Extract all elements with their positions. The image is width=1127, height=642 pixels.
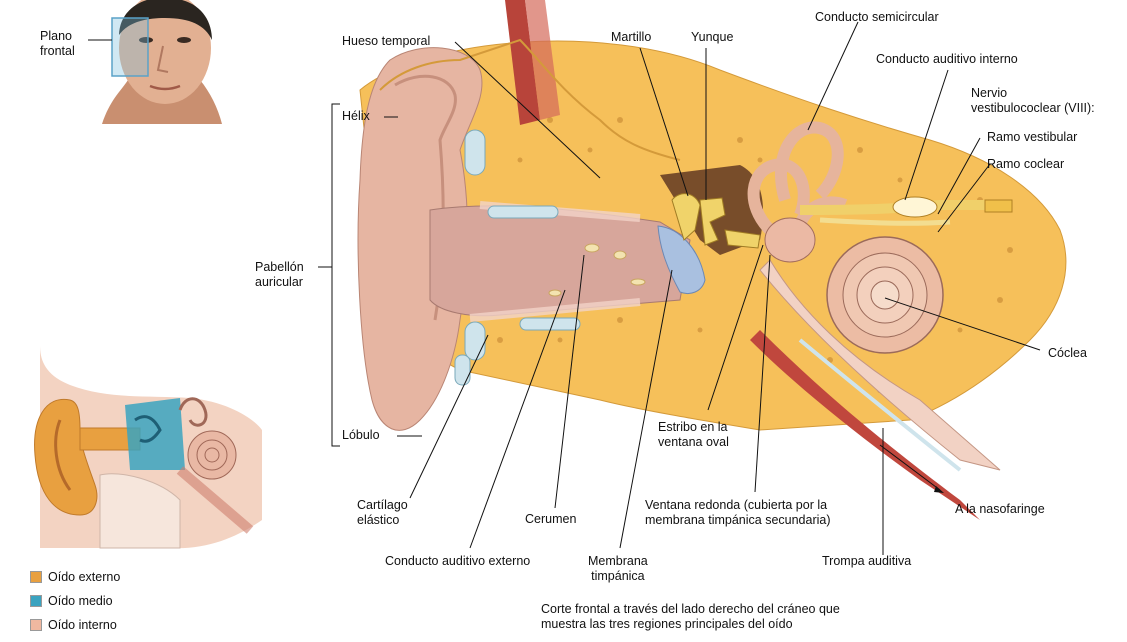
legend-swatch-external <box>30 571 42 583</box>
label-cerumen: Cerumen <box>525 512 577 526</box>
label-estribo: Estribo en la ventana oval <box>658 420 729 449</box>
frontal-plane-box <box>111 17 149 77</box>
label-yunque: Yunque <box>691 30 734 44</box>
legend-swatch-inner <box>30 619 42 631</box>
legend-label: Oído interno <box>48 618 117 632</box>
cochlea-shape <box>826 236 944 354</box>
label-conducto-semicircular: Conducto semicircular <box>815 10 939 24</box>
main-cross-section <box>357 0 1067 520</box>
legend-label: Oído externo <box>48 570 121 584</box>
legend-swatch-middle <box>30 595 42 607</box>
label-ventana-redonda: Ventana redonda (cubierta por la membran… <box>645 498 831 527</box>
legend-item-oido-medio: Oído medio <box>30 594 113 608</box>
label-pabellon-auricular: Pabellón auricular <box>255 260 304 289</box>
legend-item-oido-interno: Oído interno <box>30 618 117 632</box>
face-thumbnail <box>88 0 222 124</box>
figure-caption: Corte frontal a través del lado derecho … <box>541 602 840 631</box>
label-coclea: Cóclea <box>1048 346 1087 360</box>
ear-overview-thumbnail <box>34 345 262 549</box>
legend-item-oido-externo: Oído externo <box>30 570 120 584</box>
label-plano-frontal: Plano frontal <box>40 29 75 58</box>
label-ramo-coclear: Ramo coclear <box>987 157 1065 171</box>
label-conducto-auditivo-externo: Conducto auditivo externo <box>385 554 531 568</box>
label-nervio-vestibulococlear: Nervio vestibulococlear (VIII): <box>971 86 1095 115</box>
label-conducto-auditivo-interno: Conducto auditivo interno <box>876 52 1018 66</box>
label-trompa-auditiva: Trompa auditiva <box>822 554 912 568</box>
label-cartilago-elastico: Cartílago elástico <box>357 498 408 527</box>
leader-lines <box>318 21 1041 555</box>
legend-label: Oído medio <box>48 594 113 608</box>
label-ramo-vestibular: Ramo vestibular <box>987 130 1078 144</box>
label-membrana-timpanica: Membrana timpánica <box>588 554 648 583</box>
label-martillo: Martillo <box>611 30 652 44</box>
label-helix: Hélix <box>342 109 370 123</box>
label-hueso-temporal: Hueso temporal <box>342 34 431 48</box>
label-lobulo: Lóbulo <box>342 428 380 442</box>
label-nasofaringe: A la nasofaringe <box>955 502 1045 516</box>
